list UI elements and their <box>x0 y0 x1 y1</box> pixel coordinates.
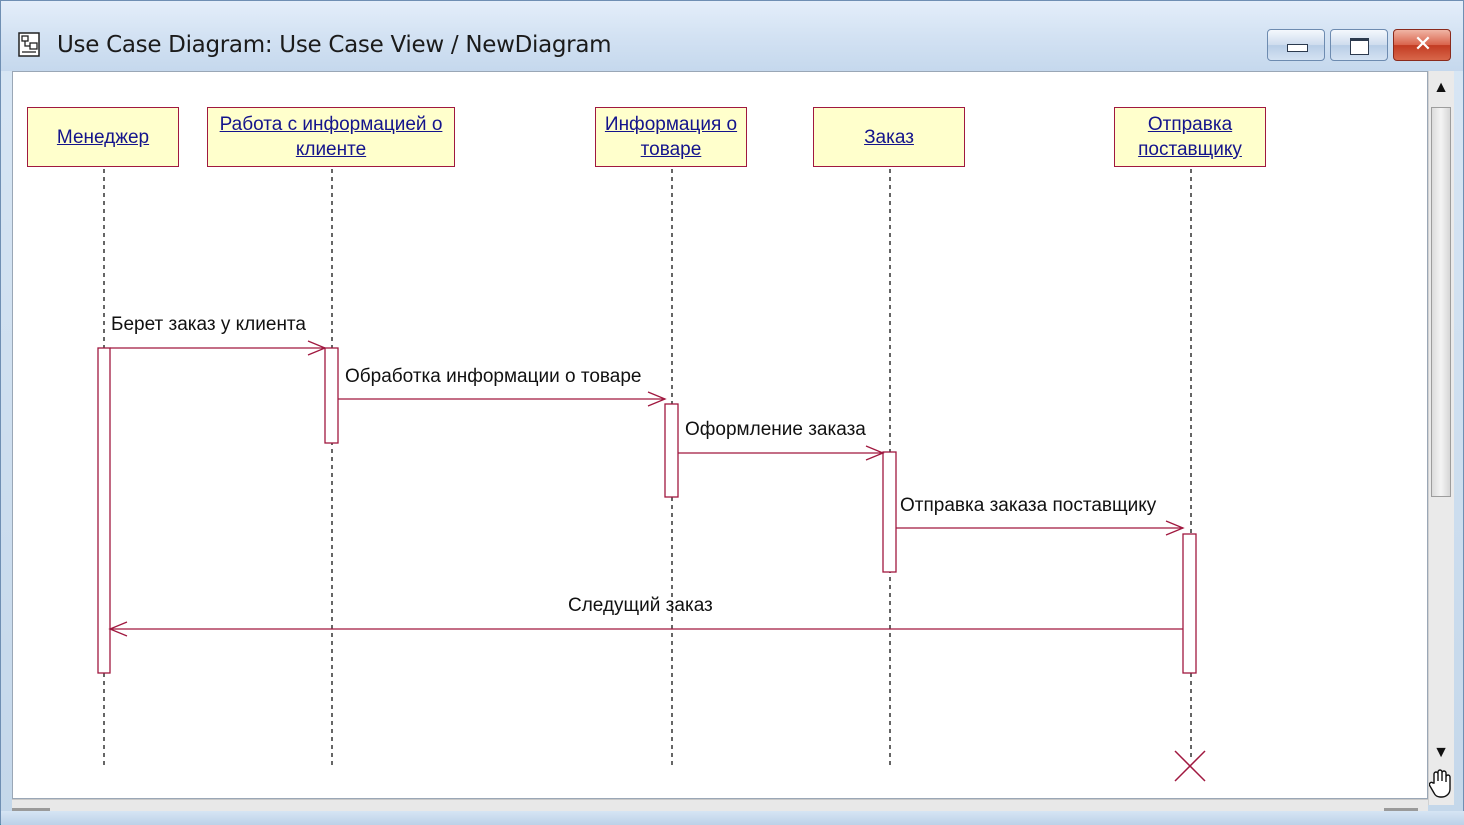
title-bar[interactable]: Use Case Diagram: Use Case View / NewDia… <box>1 1 1463 71</box>
object-label: Информация о товаре <box>604 114 738 160</box>
object-label: Отправка поставщику <box>1138 114 1242 160</box>
message-label-3[interactable]: Оформление заказа <box>685 419 866 440</box>
hand-icon[interactable] <box>1429 769 1451 799</box>
object-client-info[interactable]: Работа с информацией о клиенте <box>207 107 455 167</box>
scroll-thumb[interactable] <box>1431 107 1451 497</box>
activation-order[interactable] <box>882 451 897 573</box>
destroy-marker-icon <box>1174 750 1206 782</box>
message-arrow-5[interactable] <box>108 621 1183 637</box>
scroll-left-cap[interactable] <box>12 800 50 811</box>
object-manager[interactable]: Менеджер <box>27 107 179 167</box>
object-label: Менеджер <box>56 126 150 148</box>
window-title: Use Case Diagram: Use Case View / NewDia… <box>57 32 612 58</box>
minimize-button[interactable] <box>1267 29 1325 61</box>
activation-manager[interactable] <box>97 347 111 674</box>
object-label: Заказ <box>864 126 914 148</box>
message-label-1[interactable]: Берет заказ у клиента <box>111 314 306 335</box>
sequence-diagram <box>97 169 1206 782</box>
message-arrow-4[interactable] <box>896 520 1185 536</box>
vertical-scrollbar[interactable]: ▲ ▼ <box>1428 71 1454 805</box>
message-arrow-3[interactable] <box>678 445 885 461</box>
scroll-up-icon[interactable]: ▲ <box>1433 79 1449 96</box>
object-supplier-send[interactable]: Отправка поставщику <box>1114 107 1266 167</box>
scroll-down-icon[interactable]: ▼ <box>1433 744 1449 761</box>
close-button[interactable]: ✕ <box>1393 29 1451 61</box>
message-label-2[interactable]: Обработка информации о товаре <box>345 366 642 387</box>
message-arrow-2[interactable] <box>338 391 667 407</box>
object-label: Работа с информацией о клиенте <box>219 114 443 160</box>
activation-product-info[interactable] <box>664 403 679 498</box>
minimize-icon <box>1287 44 1308 52</box>
close-icon: ✕ <box>1413 32 1433 57</box>
scroll-right-cap[interactable] <box>1384 800 1418 811</box>
maximize-button[interactable] <box>1330 29 1388 61</box>
horizontal-scrollbar[interactable] <box>12 799 1428 811</box>
window-bottom-frame <box>1 811 1464 825</box>
activation-client-info[interactable] <box>324 347 339 444</box>
object-product-info[interactable]: Информация о товаре <box>595 107 747 167</box>
message-label-5[interactable]: Следущий заказ <box>568 595 713 616</box>
message-arrow-1[interactable] <box>110 340 327 356</box>
object-order[interactable]: Заказ <box>813 107 965 167</box>
diagram-canvas[interactable]: Менеджер Работа с информацией о клиенте … <box>12 71 1428 799</box>
activation-supplier-send[interactable] <box>1182 533 1197 674</box>
maximize-icon <box>1350 38 1369 55</box>
diagram-icon <box>18 32 40 57</box>
message-label-4[interactable]: Отправка заказа поставщику <box>900 495 1157 516</box>
